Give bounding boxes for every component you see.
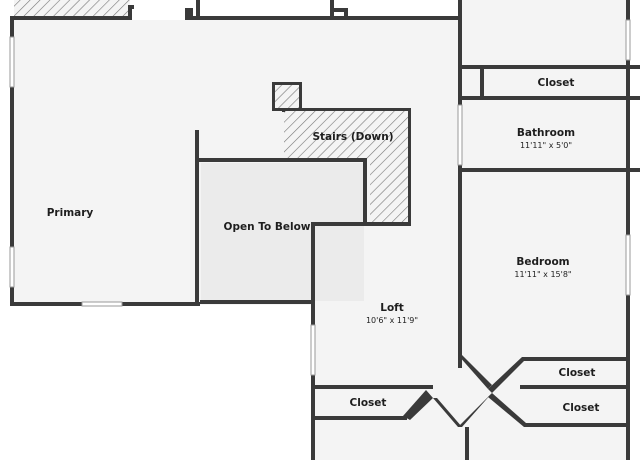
top-left-hatch xyxy=(14,0,130,16)
room-label-bedroom: Bedroom xyxy=(516,256,569,268)
room-dims-bathroom: 11'11" x 5'0" xyxy=(520,141,572,150)
room-dims-loft: 10'6" x 11'9" xyxy=(366,316,418,325)
room-label-open-to-below: Open To Below xyxy=(224,221,311,233)
room-label-primary: Primary xyxy=(47,207,94,219)
room-label-closet-right-1: Closet xyxy=(559,367,596,379)
open-to-below-area xyxy=(201,163,364,301)
window-primary-left-upper xyxy=(9,36,15,88)
window-primary-bottom xyxy=(81,301,123,307)
room-label-stairs: Stairs (Down) xyxy=(312,131,393,143)
windows xyxy=(9,19,631,376)
window-loft-left xyxy=(310,324,316,376)
stairs-hatch xyxy=(284,111,409,222)
room-label-closet-loft: Closet xyxy=(350,397,387,409)
window-primary-left-lower xyxy=(9,246,15,288)
window-bathroom-left xyxy=(457,104,463,166)
window-top-right xyxy=(625,19,631,61)
window-bedroom-right xyxy=(625,234,631,296)
room-label-closet-right-2: Closet xyxy=(563,402,600,414)
room-label-bathroom: Bathroom xyxy=(517,127,575,139)
room-label-loft: Loft xyxy=(380,302,404,314)
room-dims-bedroom: 11'11" x 15'8" xyxy=(514,270,571,279)
chimney-hatch xyxy=(275,85,299,108)
primary-floor xyxy=(12,20,198,303)
room-label-closet-top: Closet xyxy=(538,77,575,89)
